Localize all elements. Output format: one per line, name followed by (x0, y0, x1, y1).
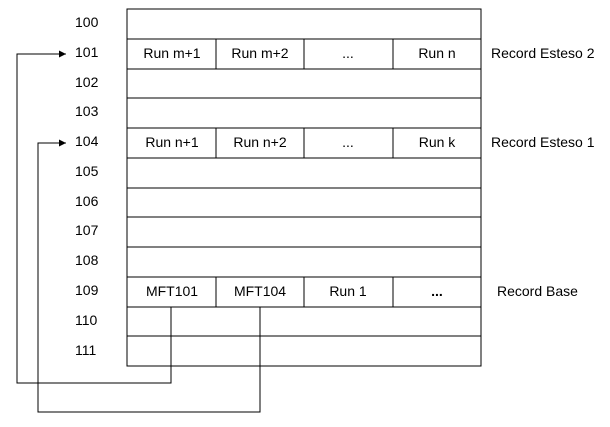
cell-run-1: Run 1 (329, 283, 367, 299)
cell-mft101: MFT101 (146, 283, 198, 299)
row-number-106: 106 (75, 193, 99, 209)
cell-run-n-plus-2: Run n+2 (233, 134, 287, 150)
row-number-109: 109 (75, 282, 99, 298)
row-number-101: 101 (75, 44, 99, 60)
row-number-108: 108 (75, 252, 99, 268)
row-number-107: 107 (75, 222, 99, 238)
record-esteso-2-row: Run m+1 Run m+2 ... Run n Record Esteso … (143, 45, 594, 61)
row-number-102: 102 (75, 74, 99, 90)
cell-ellipsis: ... (342, 45, 354, 61)
cell-run-m-plus-2: Run m+2 (231, 45, 288, 61)
record-esteso-2-label: Record Esteso 2 (491, 45, 595, 61)
record-esteso-1-row: Run n+1 Run n+2 ... Run k Record Esteso … (145, 134, 594, 150)
record-base-label: Record Base (497, 283, 578, 299)
record-table-grid (126, 8, 482, 367)
cell-mft104: MFT104 (234, 283, 286, 299)
row-number-104: 104 (75, 133, 99, 149)
cell-ellipsis: ... (431, 283, 443, 299)
pointer-arrow-to-101 (16, 50, 172, 384)
pointer-arrow-to-104 (37, 139, 261, 413)
record-base-row: MFT101 MFT104 Run 1 ... Record Base (146, 283, 578, 299)
record-esteso-1-label: Record Esteso 1 (491, 134, 595, 150)
cell-run-n: Run n (418, 45, 455, 61)
row-number-100: 100 (75, 14, 99, 30)
cell-run-n-plus-1: Run n+1 (145, 134, 199, 150)
row-number-110: 110 (75, 312, 98, 328)
cell-run-m-plus-1: Run m+1 (143, 45, 200, 61)
cell-run-k: Run k (419, 134, 457, 150)
cell-ellipsis: ... (342, 134, 354, 150)
row-number-111: 111 (75, 342, 96, 358)
row-number-column: 100 101 102 103 104 105 106 107 108 109 … (75, 14, 99, 358)
row-number-103: 103 (75, 103, 99, 119)
row-number-105: 105 (75, 163, 99, 179)
